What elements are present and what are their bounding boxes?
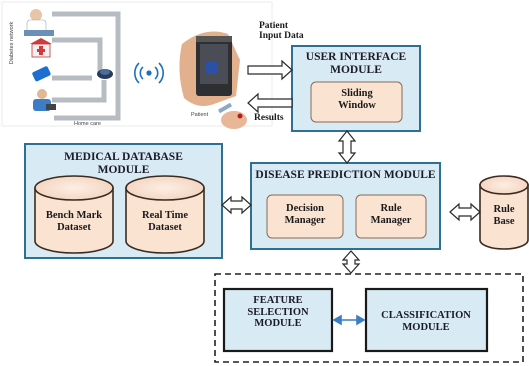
disease-prediction-module-title: DISEASE PREDICTION MODULE — [255, 169, 436, 181]
sliding-window-box — [310, 81, 403, 123]
database-prediction-double-arrow — [221, 195, 252, 215]
rule-base-label: Rule Base — [493, 204, 515, 227]
prediction-features-double-arrow — [341, 250, 361, 274]
patient-input-arrow — [247, 59, 293, 81]
results-label: Results — [254, 113, 284, 123]
home-care-illustration — [1, 1, 273, 129]
realtime-dataset-label: Real Time Dataset — [142, 210, 188, 233]
hospital-icon — [30, 38, 52, 58]
classification-module-box — [364, 287, 489, 353]
finger-test-icon — [217, 102, 247, 129]
benchmark-dataset-cylinder — [34, 175, 114, 254]
home-care-person-icon — [33, 89, 56, 111]
patient-label: Patient — [191, 112, 209, 118]
wireless-signal-icon — [134, 62, 164, 84]
doctor-icon — [24, 9, 54, 36]
medical-database-module-title: MEDICAL DATABASE MODULE — [64, 151, 183, 176]
benchmark-dataset-label: Bench Mark Dataset — [45, 210, 103, 233]
rule-manager-label: Rule Manager — [370, 203, 412, 226]
home-care-label: Home care — [74, 121, 101, 127]
decision-manager-box — [266, 194, 344, 239]
patient-input-label: Patient Input Data — [259, 21, 304, 42]
results-arrow — [247, 92, 293, 114]
feature-classification-arrow — [332, 314, 366, 326]
network-lines-graphic — [52, 11, 121, 121]
feature-classification-dashed-box — [214, 273, 524, 363]
network-hub-icon — [97, 69, 113, 79]
decision-manager-label: Decision Manager — [284, 203, 326, 226]
feature-selection-module-box — [222, 287, 334, 353]
realtime-dataset-cylinder — [125, 175, 205, 254]
user-interface-module-title: USER INTERFACE MODULE — [305, 51, 407, 76]
ui-prediction-double-arrow — [337, 130, 357, 164]
rule-manager-box — [355, 194, 427, 239]
prediction-rulebase-double-arrow — [449, 202, 481, 222]
classification-module-label: CLASSIFICATION MODULE — [381, 310, 471, 333]
diabetes-network-label: Diabetes network — [9, 21, 15, 65]
hand-held-device-icon — [179, 31, 240, 107]
rule-base-cylinder — [479, 175, 529, 250]
feature-selection-module-label: FEATURE SELECTION MODULE — [247, 295, 309, 330]
sliding-window-label: Sliding Window — [338, 88, 376, 111]
mobile-phone-icon — [32, 66, 51, 82]
